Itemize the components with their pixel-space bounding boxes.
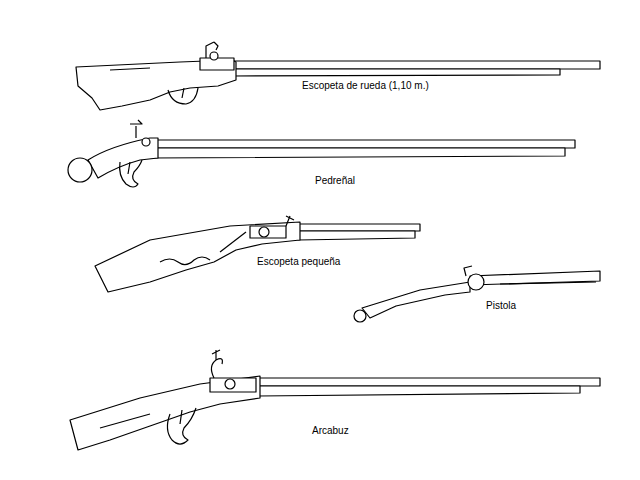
barrel xyxy=(298,224,420,231)
arquebus xyxy=(70,350,600,450)
barrel xyxy=(258,378,600,386)
forestock xyxy=(150,148,565,158)
trigger xyxy=(128,162,130,174)
forestock xyxy=(258,386,580,396)
gun-label: Arcabuz xyxy=(310,425,351,437)
stock-line xyxy=(110,68,150,70)
lock-arm xyxy=(220,232,246,252)
pommel xyxy=(68,158,92,182)
stock xyxy=(70,376,260,450)
stock xyxy=(362,282,470,318)
barrel xyxy=(150,140,575,148)
gun-label: Pistola xyxy=(484,300,518,312)
pistol xyxy=(354,266,600,322)
barrel xyxy=(232,61,600,69)
wheel xyxy=(225,379,235,389)
cock xyxy=(206,42,218,58)
forestock xyxy=(232,69,560,76)
wheel xyxy=(259,227,269,237)
small-gun xyxy=(95,216,420,292)
trigger-guard xyxy=(120,160,142,187)
cock xyxy=(211,350,222,378)
lock-plate xyxy=(200,58,234,70)
grip xyxy=(88,138,158,178)
trigger-guard xyxy=(168,88,198,104)
cock xyxy=(286,216,294,226)
stock-line xyxy=(100,414,150,428)
cock xyxy=(130,120,142,138)
gun-label: Escopeta pequeña xyxy=(255,256,342,268)
barrel xyxy=(470,271,600,285)
ramrod xyxy=(500,282,596,284)
forestock xyxy=(298,231,415,240)
trigger-guard xyxy=(167,408,196,444)
pedrenal-gun xyxy=(68,120,575,187)
trigger xyxy=(180,410,182,424)
wheel xyxy=(468,274,484,290)
gun-label: Escopeta de rueda (1,10 m.) xyxy=(300,80,431,92)
wheel xyxy=(142,138,150,146)
lock-plate xyxy=(210,378,256,392)
lock-plate xyxy=(250,226,286,238)
wheel xyxy=(210,52,218,60)
wheellock-gun xyxy=(76,42,600,110)
gun-label: Pedreñal xyxy=(313,175,357,187)
cock xyxy=(464,266,472,276)
stock-carving xyxy=(160,257,210,265)
pommel xyxy=(354,310,366,322)
trigger xyxy=(182,88,184,98)
